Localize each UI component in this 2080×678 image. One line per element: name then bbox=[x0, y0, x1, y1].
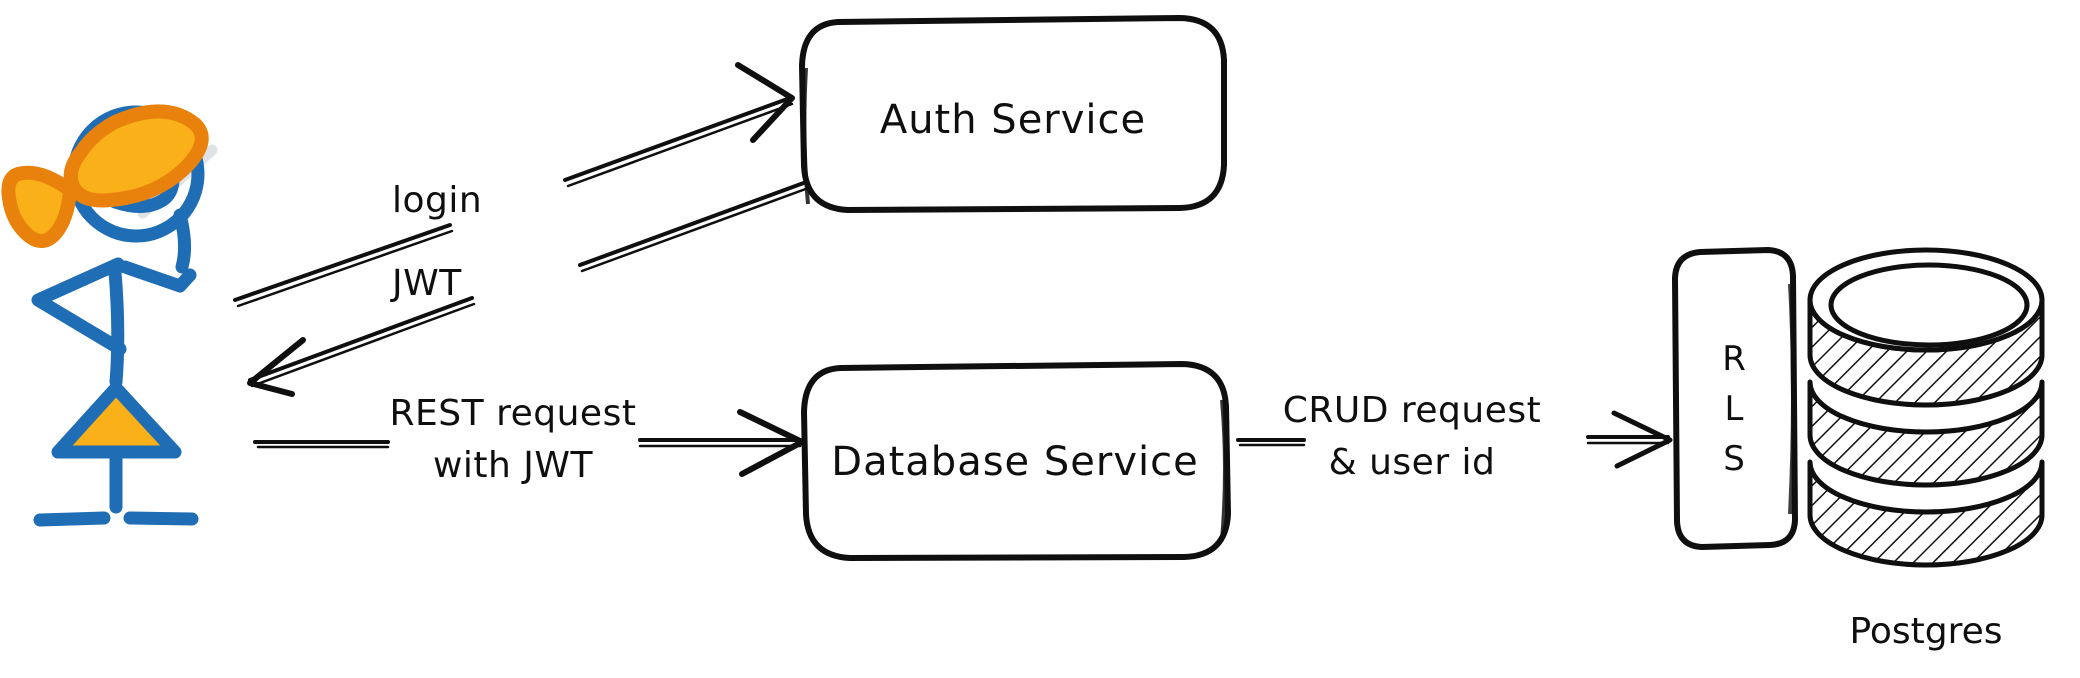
rls-letter-l: L bbox=[1725, 389, 1744, 429]
cylinder-top-inner bbox=[1828, 262, 2030, 348]
edge-jwt bbox=[247, 175, 824, 397]
mouth bbox=[108, 174, 180, 213]
ground-dashes bbox=[33, 511, 199, 527]
rls-letter-r: R bbox=[1722, 339, 1746, 379]
edge-jwt-label: JWT bbox=[390, 263, 462, 304]
neck bbox=[173, 208, 192, 274]
node-postgres-cylinder[interactable] bbox=[1807, 247, 2045, 568]
edge-login-label: login bbox=[392, 180, 482, 221]
edge-crud-label-line2: & user id bbox=[1329, 442, 1496, 483]
auth-service-label: Auth Service bbox=[880, 97, 1146, 143]
edge-rest-label-line2: with JWT bbox=[433, 445, 594, 486]
node-auth-service[interactable] bbox=[799, 15, 1227, 213]
node-database-service[interactable] bbox=[801, 361, 1231, 561]
edge-crud-request bbox=[1236, 410, 1673, 469]
edge-login bbox=[233, 62, 795, 308]
torso bbox=[108, 265, 125, 389]
postgres-label: Postgres bbox=[1849, 611, 2002, 652]
cylinder-disk-middle bbox=[1807, 379, 2045, 488]
cylinder-disk-bottom bbox=[1807, 459, 2045, 568]
edge-rest-label-line1: REST request bbox=[390, 393, 637, 434]
database-service-label: Database Service bbox=[831, 439, 1198, 485]
arms bbox=[31, 257, 197, 356]
edge-rest-request bbox=[253, 409, 805, 477]
node-rls[interactable] bbox=[1672, 247, 1798, 550]
bow-accessory bbox=[1, 104, 209, 248]
edge-crud-label-line1: CRUD request bbox=[1283, 390, 1542, 431]
rls-letter-s: S bbox=[1723, 439, 1745, 479]
user-stick-figure bbox=[1, 104, 218, 527]
